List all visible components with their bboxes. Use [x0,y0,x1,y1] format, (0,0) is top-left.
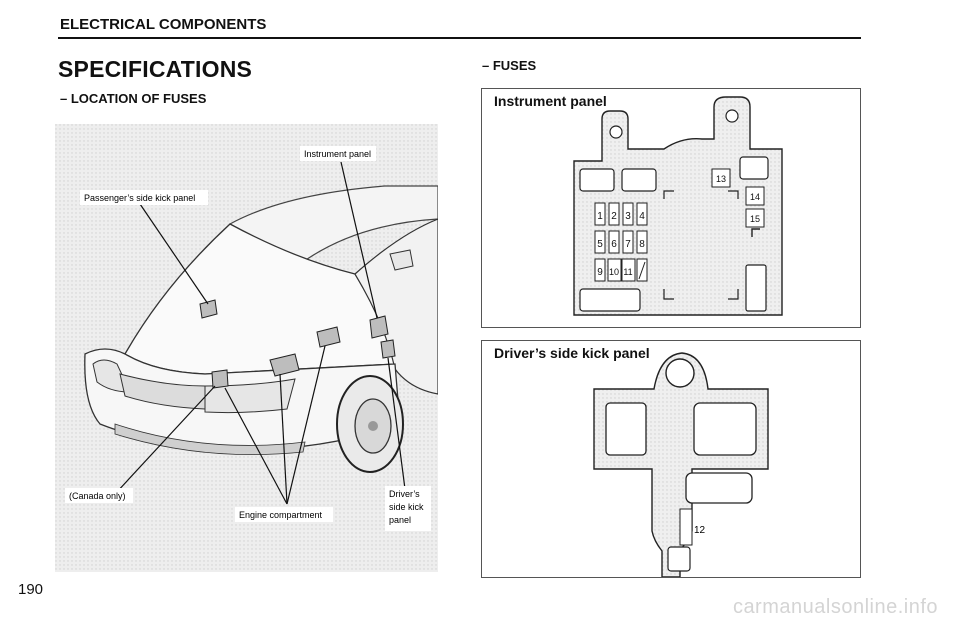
callout-bg-passenger-kick [80,190,208,205]
driver-kick-panel-fuse-diagram: Driver’s side kick panel 12 [481,340,861,578]
side-mirror [389,249,414,271]
passenger-kick-fuse-box [199,299,218,319]
fuse-3: 3 [625,211,631,222]
callout-line-engine-1 [279,373,288,505]
mount-hole-right [725,109,739,123]
spare-fuse-mark [638,261,646,280]
grille [119,373,206,410]
callout-driver-kick-line1: Driver’s [389,489,420,499]
callout-line-driver-kick [387,357,406,490]
callout-line-engine-3 [224,387,288,505]
fuse-6: 6 [611,239,617,250]
callout-line-instrument-panel [340,161,378,319]
callout-bg-canada [65,488,133,503]
callout-instrument-panel: Instrument panel [304,149,371,159]
instrument-panel-fuse-box [369,315,389,339]
bumper-slot [114,423,306,456]
mount-hole-left [609,125,623,139]
small-slot-mark [751,228,760,237]
fuse-5: 5 [597,239,603,250]
instrument-panel-label: Instrument panel [494,93,611,109]
callout-bg-engine [235,507,333,522]
callout-line-engine-2 [286,345,326,505]
instrument-panel-fuse-layout: 1 2 3 4 5 6 7 8 9 10 11 13 [573,96,783,316]
page-title: SPECIFICATIONS [58,56,253,82]
windshield [228,185,438,265]
fuse-13: 13 [716,174,726,184]
callout-line-canada [114,385,216,495]
relay-slot-a [605,402,647,456]
fuses-subtitle: – FUSES [482,58,537,73]
canada-only-fuse-box [211,369,229,389]
fuse-15: 15 [750,214,760,224]
callout-passenger-kick: Passenger’s side kick panel [84,193,195,203]
relay-slot-b [693,402,757,456]
callout-engine-compartment: Engine compartment [239,510,323,520]
mount-hole-top [665,358,695,388]
section-title: ELECTRICAL COMPONENTS [60,16,267,33]
relay-slot-c [685,472,753,504]
fuse-8: 8 [639,239,645,250]
engine-compartment-fuse-box-2 [316,326,341,348]
clip-mark-2 [728,190,739,199]
location-subtitle: – LOCATION OF FUSES [60,91,207,106]
relay-slot-3 [739,156,769,180]
fuse-1: 1 [597,211,603,222]
connector-slot [667,546,691,572]
page-number: 190 [18,581,44,598]
fuse-12: 12 [694,525,706,536]
fuse-10: 10 [609,267,619,277]
relay-slot-5 [745,264,767,312]
headlight-right [204,378,296,414]
fuse-9: 9 [597,267,603,278]
callout-canada-only: (Canada only) [69,491,126,501]
fuse-2: 2 [611,211,617,222]
clip-mark-3 [663,289,674,300]
callout-driver-kick-line3: panel [389,515,411,525]
wheel-hub [368,421,378,431]
fuse-12-slot [679,508,693,546]
fuse-4: 4 [639,211,645,222]
relay-slot-2 [621,168,657,192]
header-divider [58,37,861,39]
callout-driver-kick-line2: side kick [389,502,424,512]
clip-mark-1 [663,190,674,199]
relay-slot-4 [579,288,641,312]
driver-kick-panel-label: Driver’s side kick panel [494,345,654,361]
fuse-7: 7 [625,239,631,250]
clip-mark-4 [728,289,739,300]
driver-kick-fuse-box [380,339,396,359]
callout-bg-instrument-panel [300,146,376,161]
instrument-panel-fuse-diagram: Instrument panel 1 2 3 4 [481,88,861,328]
driver-kick-fuse-layout: 12 [593,352,769,577]
callout-line-passenger-kick [139,203,209,305]
fuse-14: 14 [750,192,760,202]
car-fuse-location-illustration: Instrument panel Passenger’s side kick p… [55,124,438,572]
relay-slot-1 [579,168,615,192]
fuse-11: 11 [623,267,632,277]
callout-bg-driver-kick [385,486,431,531]
engine-compartment-fuse-box-1 [269,353,300,377]
watermark: carmanualsonline.info [732,596,938,618]
